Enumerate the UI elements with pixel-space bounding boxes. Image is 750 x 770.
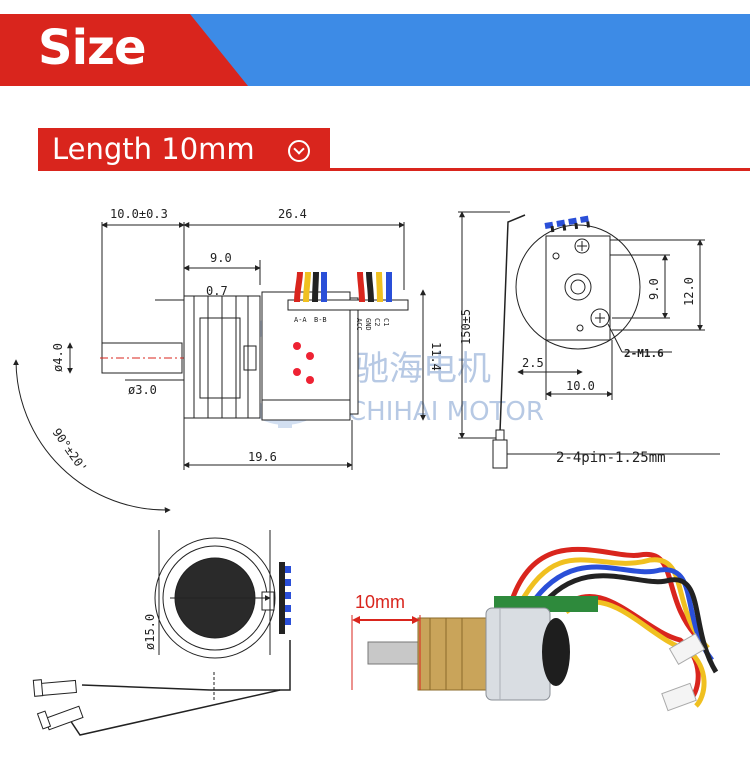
photo-gearbox xyxy=(417,617,489,691)
header-background xyxy=(0,14,750,86)
dim-gear-9: 9.0 xyxy=(210,251,232,265)
pin-label-a: A-A xyxy=(294,316,307,324)
motor-indicators xyxy=(293,342,314,384)
back-tab xyxy=(261,591,275,611)
page-title: Size xyxy=(38,20,147,76)
photo-shaft xyxy=(367,641,421,665)
subheader-underline xyxy=(38,168,750,171)
wires-right xyxy=(357,271,392,303)
dim-flat-dia: ø3.0 xyxy=(128,383,157,397)
photo-end-cap xyxy=(542,618,570,686)
photo-connector-2 xyxy=(661,682,697,712)
photo-connector-1 xyxy=(668,633,706,665)
dim-gap: 0.7 xyxy=(206,284,228,298)
dim-v9: 9.0 xyxy=(647,278,661,300)
dim-shaft-dia: ø4.0 xyxy=(51,343,65,372)
dim-cable-len: 150±5 xyxy=(459,309,473,345)
screw-bottom-icon xyxy=(590,308,610,328)
header-banner: Size xyxy=(0,14,750,86)
dim-h10: 10.0 xyxy=(566,379,595,393)
photo-motor-body xyxy=(485,607,551,701)
dim-gear-length: 10.0±0.3 xyxy=(110,207,168,221)
motor-photo: 10mm xyxy=(351,546,719,712)
gear-hub xyxy=(243,345,257,371)
subheader-bar: Length 10mm xyxy=(0,124,750,174)
pin-label-gnd: GND xyxy=(364,318,372,331)
connector-plug xyxy=(492,439,508,469)
side-view xyxy=(13,222,426,514)
end-view-wires xyxy=(544,215,593,233)
angle-arc xyxy=(13,359,171,514)
motor-endcap xyxy=(349,297,359,415)
bottom-cable xyxy=(69,689,281,736)
dim-height: 11.4 xyxy=(429,342,443,371)
watermark-en: CHIHAI MOTOR xyxy=(348,397,544,427)
mount-dot xyxy=(576,324,584,332)
pin-label-acc: ACC xyxy=(355,318,363,331)
bottom-cable xyxy=(210,640,291,691)
photo-length-label: 10mm xyxy=(355,592,405,612)
mount-dot xyxy=(552,252,560,260)
bottom-cable xyxy=(81,684,211,691)
pcb-board xyxy=(287,299,409,311)
screw-top-icon xyxy=(574,238,590,254)
shaft-hole xyxy=(564,273,592,301)
dim-angle: 90°±20' xyxy=(50,426,90,475)
shaft-inner xyxy=(570,279,586,295)
pin-label-c2: C2 xyxy=(373,318,381,326)
subheader-title: Length 10mm xyxy=(52,132,255,166)
end-view xyxy=(458,211,720,469)
leader-line xyxy=(607,323,623,353)
bottom-view-wires xyxy=(279,562,291,634)
dim-body-length: 26.4 xyxy=(278,207,307,221)
dim-connector: 2-4pin-1.25mm xyxy=(556,450,666,466)
pin-label-b: B-B xyxy=(314,316,327,324)
chevron-down-circle-icon xyxy=(288,140,310,162)
dim-screw: 2-M1.6 xyxy=(624,347,664,360)
connector-plug-2 xyxy=(36,705,84,731)
pin-label-c1: C1 xyxy=(382,318,390,326)
wires-left xyxy=(294,271,327,303)
dim-h25: 2.5 xyxy=(522,356,544,370)
subheader-label-box: Length 10mm xyxy=(38,128,330,170)
gear-stack xyxy=(199,317,241,399)
end-cable xyxy=(499,214,526,433)
connector-plug-1 xyxy=(32,679,77,697)
bottom-view xyxy=(32,530,291,736)
dim-bottom-dia: ø15.0 xyxy=(143,614,157,650)
dim-v12: 12.0 xyxy=(682,277,696,306)
dim-base-len: 19.6 xyxy=(248,450,277,464)
connector-neck xyxy=(495,429,505,441)
